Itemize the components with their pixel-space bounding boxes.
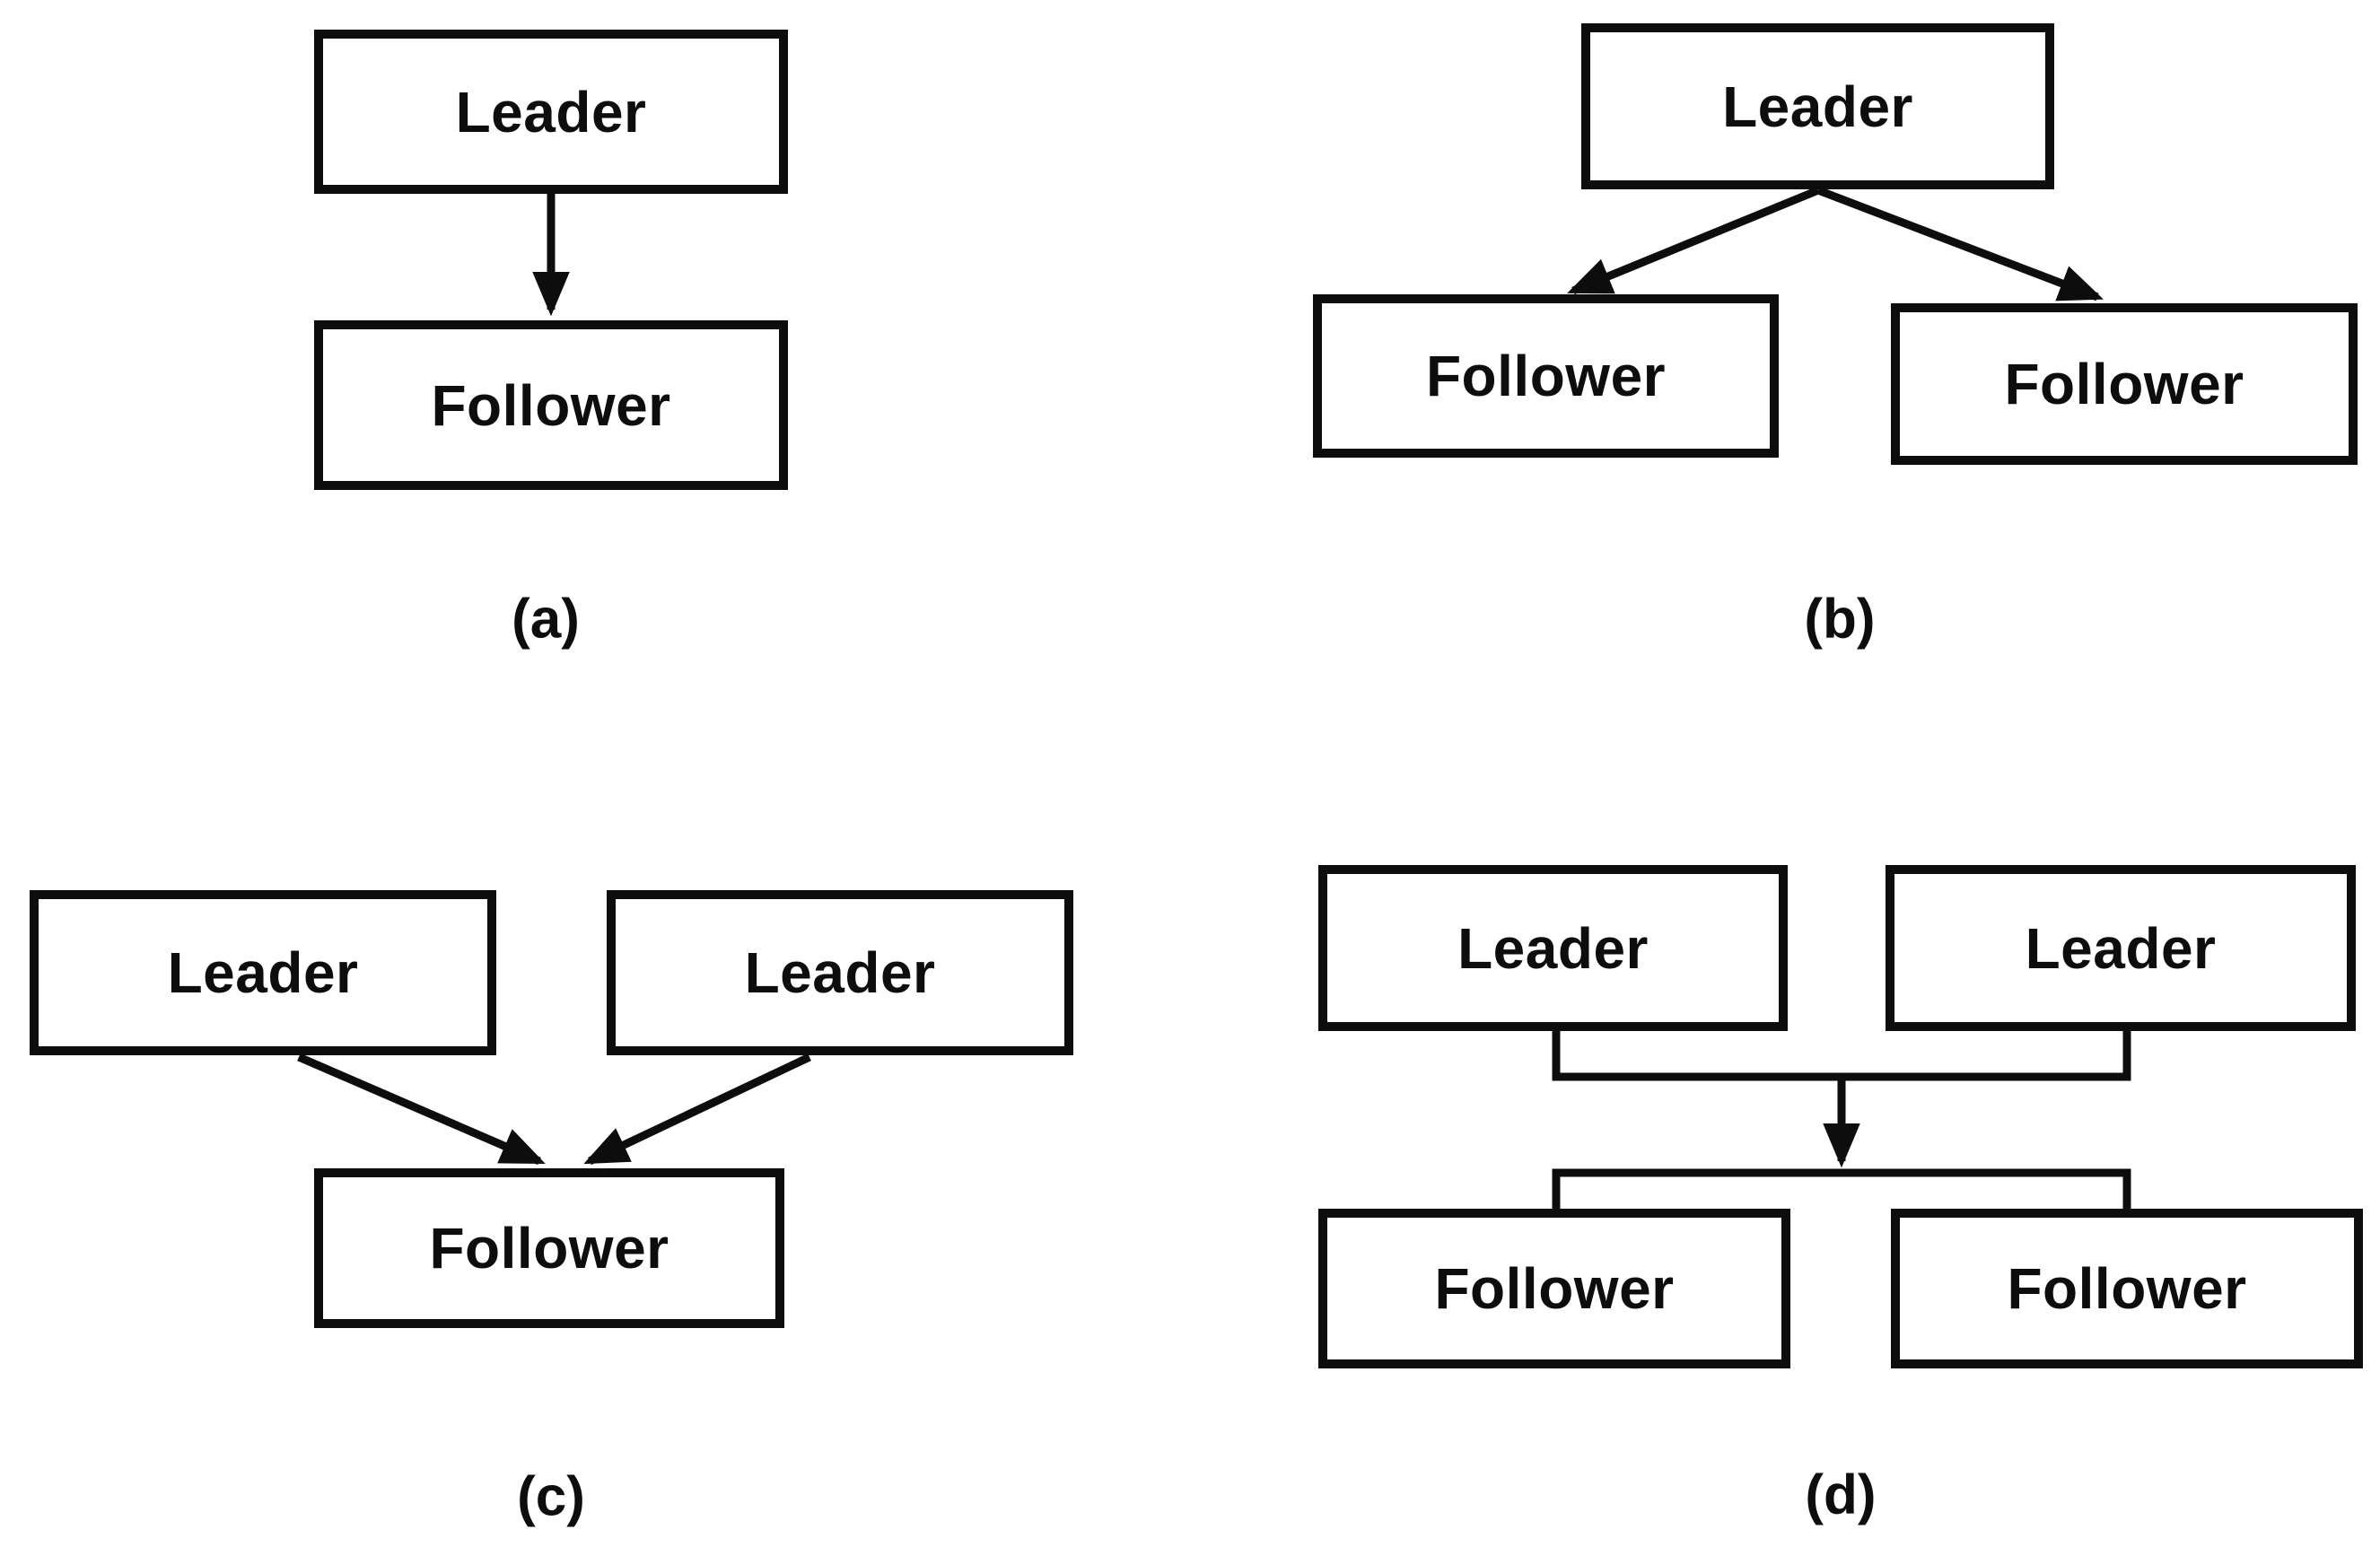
panel-a-follower-label: Follower [431, 372, 671, 438]
panel-c-leader-left-box: Leader [30, 890, 496, 1055]
arrow-b-leader-to-follower-right [1816, 186, 2104, 302]
panel-a-leader-label: Leader [455, 79, 647, 144]
panel-c-follower-label: Follower [429, 1216, 669, 1280]
panel-d-follower-left-box: Follower [1318, 1209, 1790, 1368]
panel-d-follower-right-box: Follower [1891, 1209, 2363, 1368]
panel-a-follower-box: Follower [314, 320, 788, 490]
panel-b-follower-left-label: Follower [1425, 344, 1667, 408]
panel-d-leader-right-box: Leader [1886, 865, 2356, 1031]
panel-b-leader-label: Leader [1722, 74, 1913, 139]
panel-b-follower-left-box: Follower [1313, 294, 1779, 458]
panel-c-caption: (c) [517, 1465, 585, 1528]
panel-d-leader-right-label: Leader [2025, 915, 2217, 981]
arrow-c-leader-left-to-follower [297, 1053, 546, 1166]
panel-b-leader-box: Leader [1581, 23, 2054, 189]
bus-d-followers [1552, 1168, 2131, 1211]
panel-d-follower-right-label: Follower [2007, 1256, 2247, 1321]
panel-d-follower-left-label: Follower [1434, 1256, 1675, 1321]
panel-d-leader-left-box: Leader [1318, 865, 1788, 1031]
panel-b-caption: (b) [1804, 588, 1876, 651]
panel-d-leader-left-label: Leader [1457, 915, 1649, 981]
bus-d-leaders [1552, 1028, 2131, 1081]
panel-b-follower-right-label: Follower [2004, 352, 2244, 416]
panel-c-follower-box: Follower [314, 1168, 784, 1328]
arrow-c-leader-right-to-follower [583, 1053, 811, 1166]
panel-b-follower-right-box: Follower [1891, 303, 2358, 465]
panel-d-caption: (d) [1805, 1464, 1877, 1526]
panel-c-leader-right-label: Leader [744, 940, 936, 1005]
panel-c-leader-right-box: Leader [607, 890, 1073, 1055]
panel-c-leader-left-label: Leader [167, 940, 359, 1005]
panel-a-leader-box: Leader [314, 30, 788, 194]
arrow-b-leader-to-follower-left [1567, 186, 1820, 295]
panel-a-caption: (a) [512, 588, 580, 651]
